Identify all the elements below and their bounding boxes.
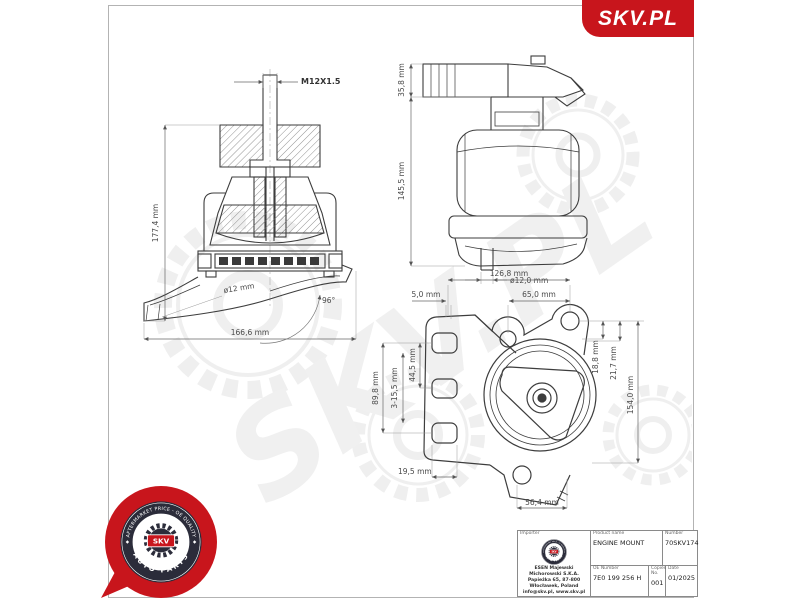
title-block-importer-cell: Importer ESEN Majewski Michorowski S.K.A…: [518, 531, 591, 596]
brand-logo: SKV.PL: [582, 0, 694, 37]
part-number-label: Number: [665, 531, 684, 536]
dim-front-length: 166,6 mm: [231, 328, 269, 337]
dim-front-hole: ø12 mm: [223, 281, 255, 295]
view-front-drawing: M12X1.5 177,4 mm ø12 mm 96° 166,6 mm: [143, 69, 357, 344]
dim-top-edge-offset: 5,0 mm: [412, 290, 441, 299]
copies-value: 001: [651, 578, 664, 587]
dim-top-lug-width: 56,4 mm: [525, 498, 559, 507]
date-cell: Date 01/2025: [666, 566, 697, 596]
date-value: 01/2025: [668, 573, 696, 582]
company-address: Papieżka 65, 87-800 Włocławek, Poland: [527, 578, 581, 590]
quality-stamp: [121, 502, 201, 582]
date-label: Date: [668, 566, 679, 571]
dim-top-right-offset1: 18,8 mm: [591, 340, 600, 374]
badge-tail: [101, 572, 129, 598]
copies-cell: Copies No. 001: [649, 566, 666, 596]
dim-top-plate-height: 89,8 mm: [371, 371, 380, 405]
dim-top-hole-pitch: 44,5 mm: [408, 348, 417, 382]
side-part-outline: [422, 55, 588, 271]
dim-side-arm-height: 35,8 mm: [397, 63, 406, 97]
dim-front-thread: M12X1.5: [301, 77, 341, 86]
title-block: Importer ESEN Majewski Michorowski S.K.A…: [517, 530, 699, 597]
dim-side-body-height: 145,5 mm: [397, 162, 406, 200]
company-name: ESEN Majewski Michorowski S.K.A.: [529, 566, 579, 578]
product-name-value: ENGINE MOUNT: [593, 538, 645, 547]
importer-stamp: [539, 537, 569, 567]
oe-number-cell: OE Number 7E0 199 256 H: [591, 566, 649, 596]
oe-number-label: OE Number: [593, 566, 619, 571]
sheet-frame: [108, 5, 694, 598]
importer-label: Importer: [520, 531, 540, 536]
front-part-outline: [143, 69, 353, 322]
company-contact: info@skv.pl, www.skv.pl: [522, 590, 586, 596]
dim-top-slot-width: 19,5 mm: [398, 467, 432, 476]
part-number-value: 70SKV174: [665, 538, 699, 547]
dim-front-angle: 96°: [322, 296, 336, 305]
dim-top-inner-width: 65,0 mm: [522, 290, 556, 299]
product-name-label: Product name: [593, 531, 625, 536]
dim-top-total-height: 154,0 mm: [626, 376, 635, 414]
part-number-cell: Number 70SKV174: [663, 531, 699, 566]
dim-top-right-offset2: 21,7 mm: [609, 346, 618, 380]
dim-front-height: 177,4 mm: [151, 204, 160, 242]
dim-top-holes: 3-15,5 mm: [390, 367, 399, 408]
top-dimensions: [381, 278, 644, 510]
oe-number-value: 7E0 199 256 H: [593, 573, 642, 582]
view-top-drawing: 126,8 mm 5,0 mm 65,0 mm 89,8 mm 3-15,5 m…: [371, 269, 644, 510]
brand-logo-text: SKV.PL: [598, 6, 678, 30]
product-name-cell: Product name ENGINE MOUNT: [591, 531, 663, 566]
front-dimensions: [143, 73, 357, 344]
copies-label: Copies No.: [651, 566, 667, 576]
quality-badge: AFTERMARKET PRICE - OE QUALITY AUTO PART…: [101, 486, 217, 598]
top-part-outline: [423, 303, 597, 506]
view-side-drawing: 35,8 mm 145,5 mm ø12,0 mm: [397, 55, 588, 285]
watermark: SKV.PL: [154, 93, 692, 532]
dim-top-width: 126,8 mm: [490, 269, 528, 278]
